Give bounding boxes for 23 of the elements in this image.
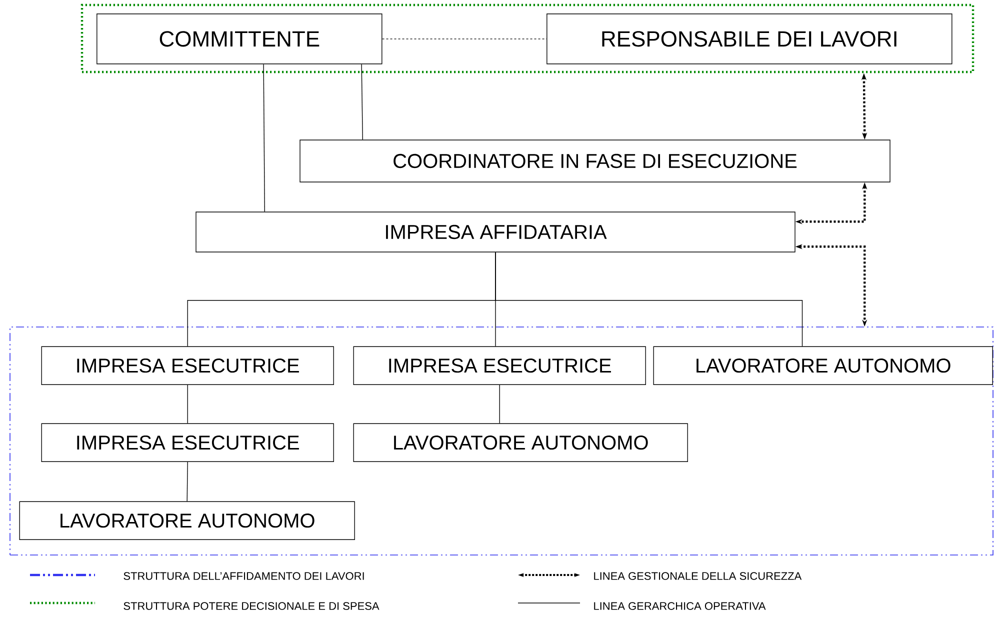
- role-box: IMPRESA AFFIDATARIA: [196, 212, 796, 252]
- connector-line: [187, 384, 188, 424]
- connector-line: [361, 64, 364, 140]
- legend-text: LINEA GERARCHICA OPERATIVA: [594, 602, 766, 610]
- role-box: LAVORATORE AUTONOMO: [653, 346, 993, 385]
- group-frame: [80, 4, 974, 74]
- role-box: COMMITTENTE: [96, 14, 382, 64]
- role-box: IMPRESA ESECUTRICE: [353, 346, 646, 385]
- role-box: LAVORATORE AUTONOMO: [353, 423, 688, 462]
- legend-text: STRUTTURA DELL’AFFIDAMENTO DEI LAVORI: [124, 572, 364, 580]
- role-box: IMPRESA ESECUTRICE: [41, 423, 334, 462]
- group-frame: [10, 326, 994, 556]
- legend-text: LINEA GESTIONALE DELLA SICUREZZA: [594, 572, 802, 580]
- role-box: IMPRESA ESECUTRICE: [41, 346, 334, 385]
- legend-text: STRUTTURA POTERE DECISIONALE E DI SPESA: [124, 602, 380, 610]
- connector-line: [186, 462, 188, 502]
- connector-line: [263, 64, 265, 212]
- role-box: COORDINATORE IN FASE DI ESECUZIONE: [300, 140, 890, 182]
- connector-line: [495, 252, 803, 347]
- role-box: RESPONSABILE DEI LAVORI: [546, 14, 952, 64]
- connector-line: [499, 384, 500, 424]
- role-box: LAVORATORE AUTONOMO: [19, 501, 355, 540]
- connector-line: [382, 38, 547, 40]
